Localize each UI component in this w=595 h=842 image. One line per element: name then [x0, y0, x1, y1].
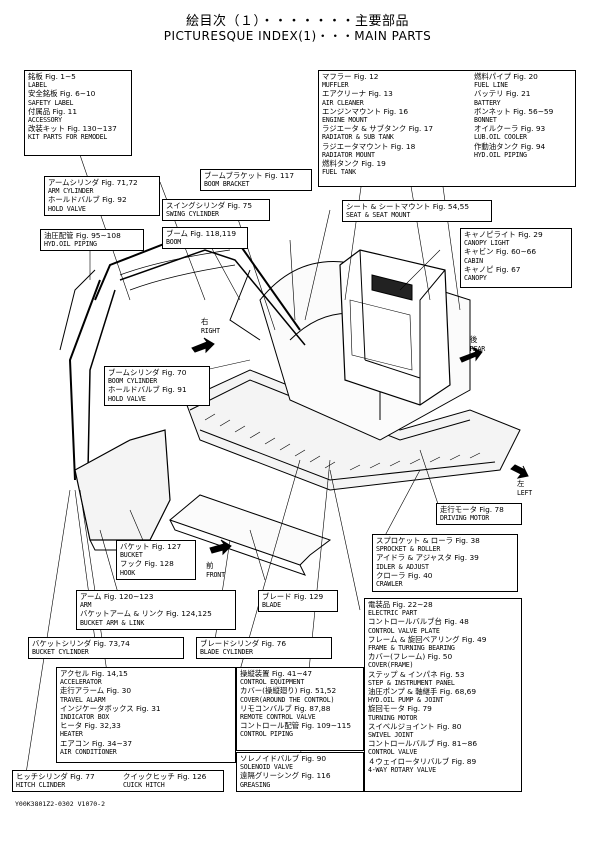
document-code: Y00K3801Z2-0302 V1070-2 — [15, 800, 106, 808]
direction-right: 右 RIGHT — [201, 317, 220, 335]
direction-rear: 後 REAR — [470, 335, 486, 353]
title-japanese: 絵目次（１）・・・・・・・主要部品 — [185, 14, 409, 29]
direction-left: 左 LEFT — [517, 479, 533, 497]
direction-front: 前 FRONT — [206, 561, 225, 579]
title-english: PICTURESQUE INDEX(1)・・・MAIN PARTS — [163, 29, 432, 43]
